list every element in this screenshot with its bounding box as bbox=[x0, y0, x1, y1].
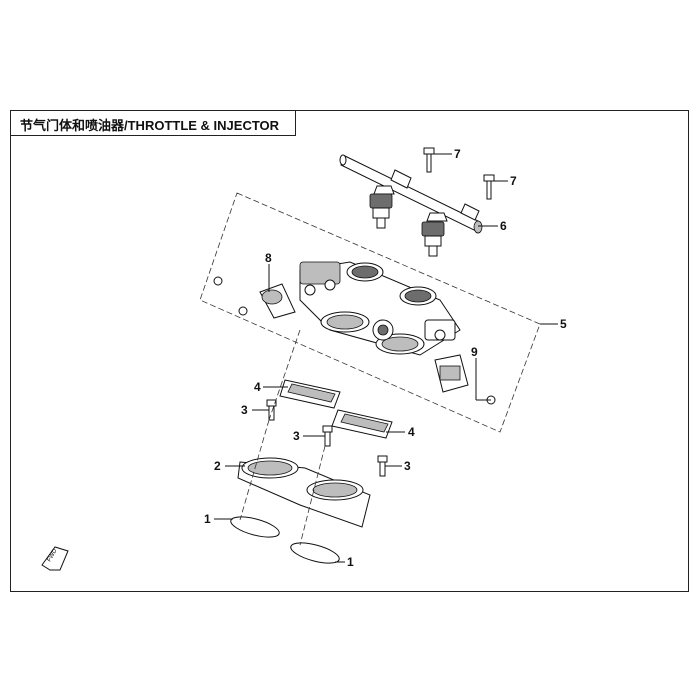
bolt-3-a bbox=[266, 399, 277, 421]
bolt-7-lower bbox=[483, 174, 495, 200]
callout-5: 5 bbox=[560, 317, 567, 331]
callout-2: 2 bbox=[214, 459, 221, 473]
bolt-3-b bbox=[322, 425, 333, 447]
injector-right bbox=[421, 212, 448, 257]
callout-4-right: 4 bbox=[408, 425, 415, 439]
assembly-boundary bbox=[199, 192, 541, 433]
leader-lines bbox=[214, 153, 558, 563]
callout-4-left: 4 bbox=[254, 380, 261, 394]
sensor-8 bbox=[213, 276, 296, 319]
throttle-body bbox=[299, 261, 461, 356]
o-ring-1-left bbox=[230, 516, 280, 538]
intake-manifold bbox=[237, 457, 371, 528]
callout-3-a: 3 bbox=[241, 403, 248, 417]
fuel-rail bbox=[339, 154, 483, 234]
callout-8: 8 bbox=[265, 251, 272, 265]
bolt-3-c bbox=[377, 455, 388, 477]
sensor-9 bbox=[434, 354, 496, 405]
injector-left bbox=[369, 185, 395, 229]
callout-1-left: 1 bbox=[204, 512, 211, 526]
gasket-4-left bbox=[279, 379, 341, 409]
callout-3-b: 3 bbox=[293, 429, 300, 443]
gasket-4-right bbox=[331, 409, 393, 439]
callout-9: 9 bbox=[471, 345, 478, 359]
o-ring-1-right bbox=[290, 542, 340, 564]
callout-3-c: 3 bbox=[404, 459, 411, 473]
fwd-arrow-icon: FWD bbox=[41, 546, 69, 571]
bolt-7-upper bbox=[423, 147, 435, 173]
callout-7-upper: 7 bbox=[454, 147, 461, 161]
title-box bbox=[10, 110, 296, 136]
diagram-title: 节气门体和喷油器/THROTTLE & INJECTOR bbox=[20, 118, 280, 133]
callout-1-right: 1 bbox=[347, 555, 354, 569]
callout-labels: 7 7 6 5 8 9 4 4 3 3 3 2 1 1 bbox=[204, 147, 567, 569]
callout-7-lower: 7 bbox=[510, 174, 517, 188]
callout-6: 6 bbox=[500, 219, 507, 233]
